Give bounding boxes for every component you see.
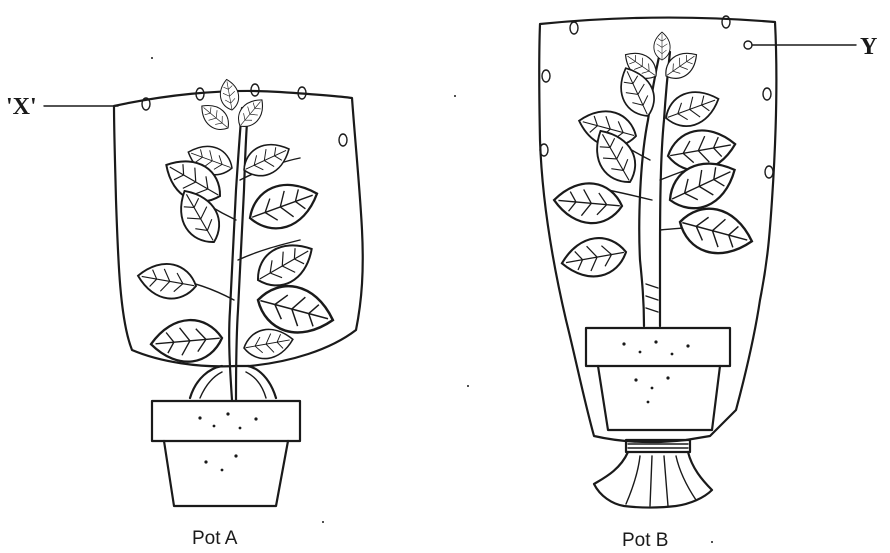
pot-b-soil [622, 340, 689, 403]
marker-y-label: Y [860, 34, 877, 60]
pot-b-caption: Pot B [622, 530, 668, 551]
pot-a-body [164, 441, 288, 506]
pot-b-leaves [552, 32, 757, 282]
marker-x-label: 'X' [6, 94, 37, 120]
pot-b-bag-tail [594, 452, 712, 508]
pot-b-rim [586, 328, 730, 366]
pot-b-body [598, 366, 720, 430]
pot-b-assembly: Y Pot B [539, 16, 877, 551]
pot-a-rim [152, 401, 300, 441]
pot-a-assembly: 'X' Pot A [6, 78, 363, 549]
pot-a-caption: Pot A [192, 528, 238, 549]
